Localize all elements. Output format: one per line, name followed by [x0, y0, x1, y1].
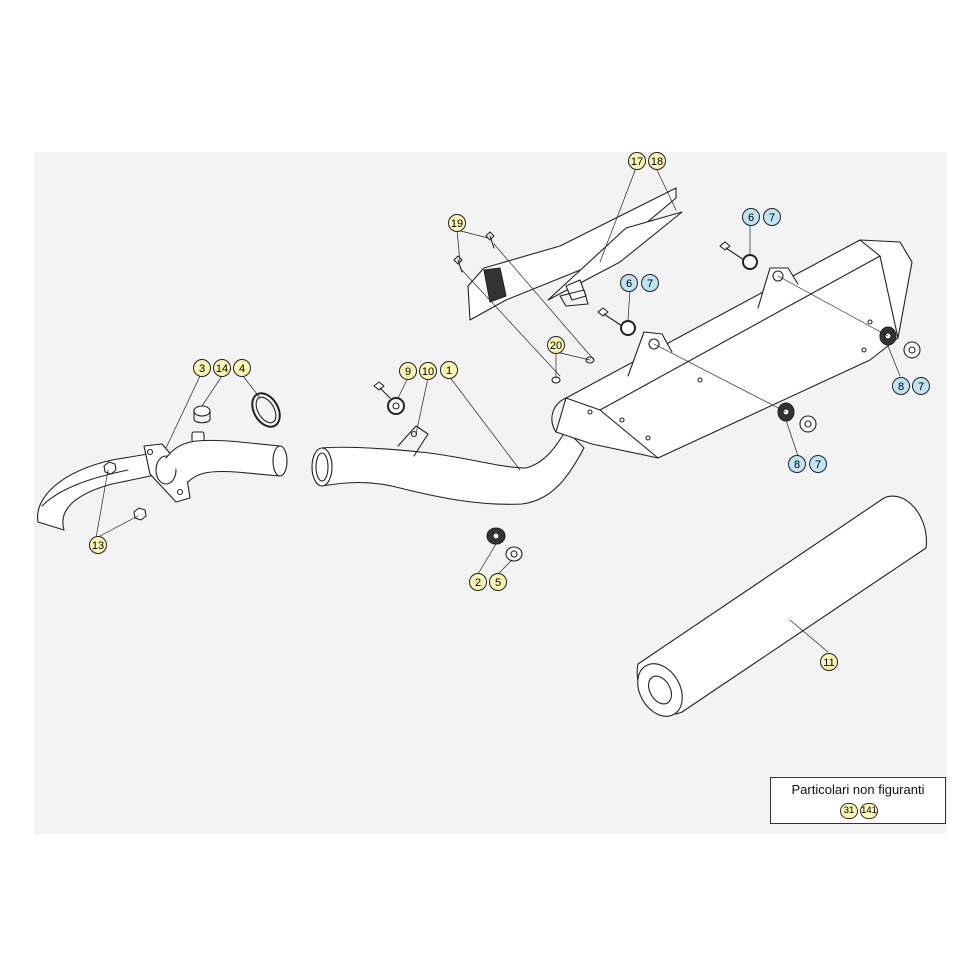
- svg-text:7: 7: [769, 212, 775, 224]
- silencer-bracket: [627, 267, 799, 377]
- cap-plug: [191, 405, 211, 443]
- callout-14: 14: [213, 359, 231, 377]
- shield-clip: [551, 356, 595, 384]
- callout-20: 20: [547, 336, 565, 354]
- svg-text:9: 9: [405, 366, 411, 378]
- svg-text:14: 14: [216, 363, 228, 375]
- legend-item-141: 141: [860, 803, 878, 819]
- svg-text:8: 8: [794, 459, 800, 471]
- callout-6-upper: 6: [742, 208, 760, 226]
- mount-bolt: [373, 381, 391, 399]
- silencer-wrap: [636, 495, 927, 717]
- callout-11: 11: [820, 653, 838, 671]
- svg-text:1: 1: [446, 365, 452, 377]
- svg-text:18: 18: [651, 156, 663, 168]
- callout-1: 1: [440, 361, 458, 379]
- callout-19: 19: [448, 214, 466, 232]
- leader-lines: [95, 167, 901, 653]
- callout-6-mid: 6: [620, 274, 638, 292]
- svg-text:7: 7: [647, 278, 653, 290]
- svg-text:6: 6: [748, 212, 754, 224]
- silencer-fastener: [597, 241, 758, 336]
- callout-13: 13: [89, 536, 107, 554]
- non-figured-parts-box: Particolari non figuranti 31 141: [770, 777, 946, 824]
- callout-9: 9: [399, 362, 417, 380]
- header-pipe-rear: [165, 439, 288, 483]
- svg-text:19: 19: [451, 218, 463, 230]
- rubber-grommet: [486, 527, 523, 562]
- svg-text:2: 2: [475, 577, 481, 589]
- silencer-body: [551, 239, 913, 459]
- callout-2: 2: [469, 573, 487, 591]
- heat-shield: [467, 187, 683, 321]
- callout-10: 10: [419, 362, 437, 380]
- svg-text:3: 3: [199, 363, 205, 375]
- callout-8-lower: 8: [788, 455, 806, 473]
- mid-pipe: [311, 425, 585, 505]
- svg-text:10: 10: [422, 366, 434, 378]
- callout-8-rear: 8: [892, 377, 910, 395]
- callout-17: 17: [628, 152, 646, 170]
- svg-text:17: 17: [631, 156, 643, 168]
- svg-text:11: 11: [823, 657, 834, 669]
- callout-5: 5: [489, 573, 507, 591]
- svg-text:7: 7: [918, 381, 924, 393]
- callout-7-rear: 7: [912, 377, 930, 395]
- callout-7-mid: 7: [641, 274, 659, 292]
- legend-item-31: 31: [840, 803, 858, 819]
- svg-text:13: 13: [92, 540, 104, 552]
- mount-washer: [387, 397, 405, 415]
- callout-4: 4: [233, 359, 251, 377]
- callout-7-upper: 7: [763, 208, 781, 226]
- callout-18: 18: [648, 152, 666, 170]
- svg-text:5: 5: [495, 577, 501, 589]
- gasket-ring: [251, 392, 281, 428]
- svg-text:7: 7: [815, 459, 821, 471]
- flange-nut: [103, 461, 147, 521]
- rear-grommet: [777, 326, 921, 433]
- svg-text:6: 6: [626, 278, 632, 290]
- svg-text:8: 8: [898, 381, 904, 393]
- callout-3: 3: [193, 359, 211, 377]
- svg-text:20: 20: [550, 340, 562, 352]
- legend-title: Particolari non figuranti: [791, 782, 925, 797]
- exhaust-flange: [143, 443, 191, 503]
- callout-7-lower: 7: [809, 455, 827, 473]
- svg-text:4: 4: [239, 363, 245, 375]
